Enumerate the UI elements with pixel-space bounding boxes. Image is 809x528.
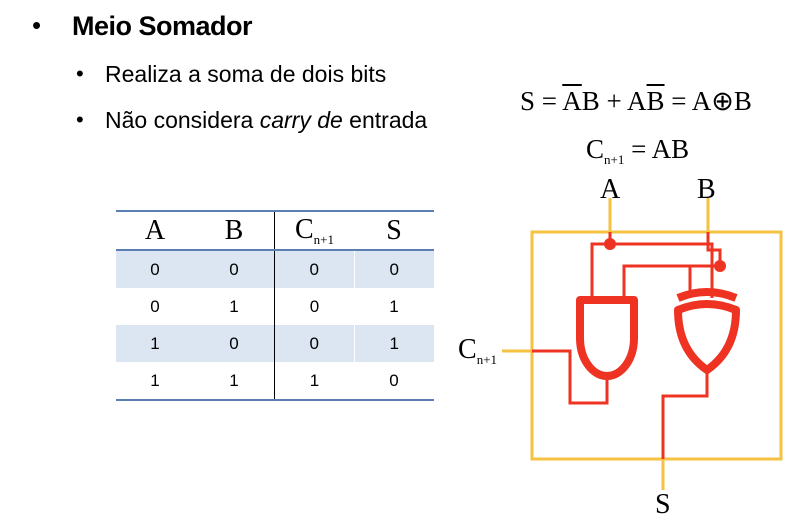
bullet-2-marker: • [76,107,84,132]
table-cell: 0 [194,325,275,362]
header-s: S [386,214,402,246]
sum-eq2: = [671,86,687,116]
table-cell: 0 [274,250,354,288]
wire-a-xor [610,242,714,298]
wire-sum-out [661,371,709,459]
sum-b1: B [581,86,600,116]
input-b-label: B [697,174,716,205]
table-header-row: A B Cn+1 S [116,211,434,250]
bullet-2-italic: carry de [259,107,343,133]
header-c-sub: n+1 [313,231,335,247]
bullet-1-text: Realiza a soma de dois bits [105,61,387,87]
sum-out-label: S [655,489,671,520]
table-cell: 0 [389,370,399,390]
table-cell: 1 [353,325,434,362]
xor-gate [674,288,740,374]
carry-out-sub: n+1 [476,352,498,367]
bullet-2-text: Não considera carry de entrada [105,107,427,134]
table-row: 0 1 0 1 [116,288,434,325]
and-gate [576,296,638,380]
table-cell: 0 [274,325,354,362]
slide-title: Meio Somador [72,11,253,41]
sum-a2: A [627,86,647,116]
table-cell: 0 [116,250,194,288]
wire-b-in [706,232,722,266]
junction-a [604,238,616,250]
table-cell: 1 [150,370,160,390]
sum-abar: A [562,86,582,116]
table-row: 1 1 1 0 [116,362,434,400]
sum-a3: A [691,86,712,116]
sum-b3: B [733,86,752,116]
xor-gate-back-curve [676,288,738,302]
table-row: 0 0 0 0 [116,250,434,288]
table-cell: 1 [194,362,275,400]
carry-out-letter: C [458,334,477,365]
wire-b-xor [688,264,720,298]
bullet-1-marker: • [76,61,84,86]
circuit-box [530,230,783,461]
xor-symbol: ⊕ [711,86,734,116]
table-cell: 0 [309,296,320,316]
sum-bbar: B [646,86,665,116]
table-cell: 1 [194,288,275,325]
carry-sub: n+1 [604,152,625,167]
table-cell: 0 [150,296,160,316]
sum-equation: S = AB + AB = A⊕B [520,86,752,117]
carry-out-label: Cn+1 [458,334,497,368]
table-cell: 0 [353,250,434,288]
box-leads [502,198,710,490]
wire-b-and [622,264,720,298]
table-row: 1 0 0 1 [116,325,434,362]
header-a: A [144,214,166,246]
bullet-2-post: entrada [342,107,428,133]
carry-c: C [586,134,605,164]
bullet-2-pre: Não considera [105,107,260,133]
wire-a-and [590,242,610,298]
input-a-label: A [600,174,621,205]
junction-b [714,260,726,272]
wire-carry-out [532,349,609,405]
xor-gate-body [674,300,740,374]
table-cell: 1 [309,370,320,390]
header-c-letter: C [294,213,314,245]
sum-plus: + [606,86,622,116]
carry-rhs: = AB [631,134,690,164]
circuit-wires [532,232,722,459]
table-cell: 0 [194,250,275,288]
table-cell: 1 [389,296,399,316]
title-bullet: • [32,10,42,40]
table-cell: 1 [116,325,194,362]
sum-lhs: S = [520,86,557,116]
header-b: B [194,211,275,250]
header-c: Cn+1 [275,211,355,250]
carry-equation: Cn+1 = AB [586,134,689,168]
truth-table: A B Cn+1 S 0 0 0 0 0 1 0 1 1 0 0 1 1 1 1 [116,210,434,401]
